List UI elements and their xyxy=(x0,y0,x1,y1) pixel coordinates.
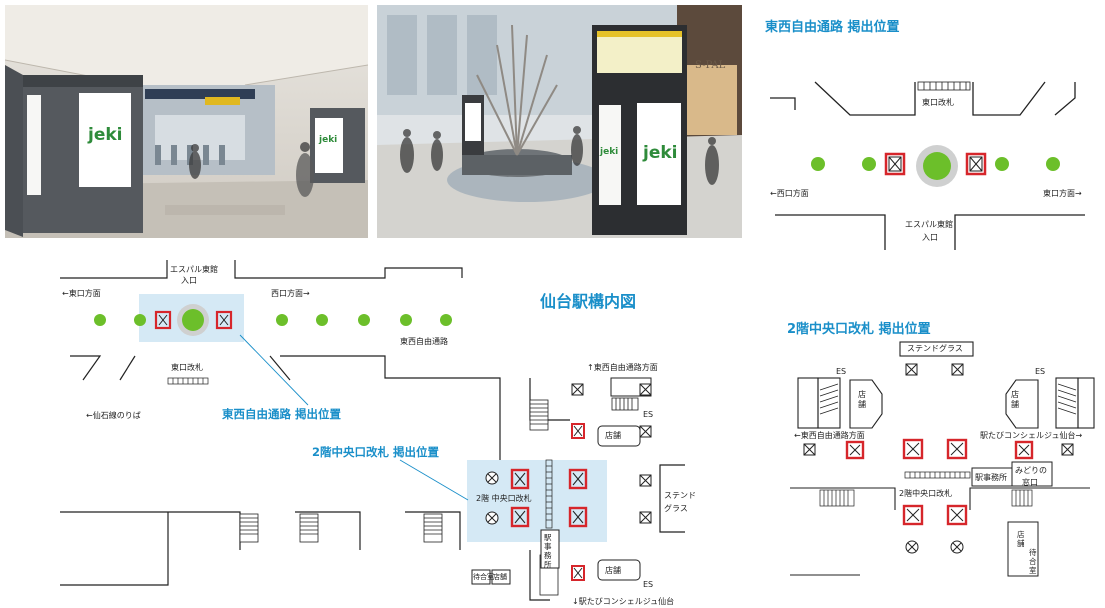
tree-icon xyxy=(440,314,452,326)
signage-marker xyxy=(845,438,1034,526)
lrm-midori-1: みどりの xyxy=(1015,466,1047,475)
spal-sign: S-PAL xyxy=(695,60,726,71)
signage-marker xyxy=(510,506,530,528)
lrm-shop-waiting-1: 店舗 xyxy=(1017,530,1025,548)
signage-marker xyxy=(215,310,233,330)
photo-concourse: jeki jeki xyxy=(5,5,368,238)
urm-gate-label: 東口改札 xyxy=(922,98,954,107)
lrm-shop-left: 店舗 xyxy=(858,390,866,409)
tree-icon xyxy=(811,157,825,171)
jeki-logo-1: jeki xyxy=(88,125,123,145)
tree-icon xyxy=(995,157,1009,171)
lrm-station-office: 駅事務所 xyxy=(975,473,1007,482)
signage-marker xyxy=(965,152,987,176)
signage-marker xyxy=(571,423,585,439)
tree-icon xyxy=(400,314,412,326)
station-office-box xyxy=(540,529,560,569)
jeki-logo-2: jeki xyxy=(319,135,338,145)
tree-icon xyxy=(358,314,370,326)
central-tree xyxy=(182,309,204,331)
concourse-photo-image xyxy=(5,5,368,238)
lrm-shop-waiting-2: 待合室 xyxy=(1029,548,1037,575)
signage-marker xyxy=(154,310,172,330)
upper-right-map xyxy=(770,81,1085,250)
jeki-logo-4: jeki xyxy=(600,147,619,157)
lrm-shop-right: 店舗 xyxy=(1011,390,1019,409)
station-map xyxy=(60,260,685,601)
map-waiting: 待合室 xyxy=(473,573,494,581)
map-es2: ES xyxy=(643,580,654,589)
urm-entrance-line1: エスパル東館 xyxy=(905,220,953,229)
lrm-east-dir: 駅たびコンシェルジュ仙台→ xyxy=(980,431,1083,440)
lower-right-map xyxy=(790,341,1095,577)
signage-marker xyxy=(568,468,588,490)
map-shop1: 店舗 xyxy=(605,431,621,440)
urm-east-label: 東口方面→ xyxy=(1043,189,1082,198)
map-senseki: ←仙石線のりば xyxy=(86,411,141,420)
signage-marker xyxy=(571,565,585,581)
tree-icon xyxy=(276,314,288,326)
lrm-gate-label: 2階中央口改札 xyxy=(899,489,953,498)
map-stained-glass-1: ステンド xyxy=(664,491,696,500)
map-stained-glass-2: グラス xyxy=(664,504,688,513)
map-shop2: 店舗 xyxy=(605,566,621,575)
map-east-dir: ←東口方面 xyxy=(62,289,101,298)
callout-central-gate: 2階中央口改札 掲出位置 xyxy=(312,445,440,459)
tree-icon xyxy=(1046,157,1060,171)
upper-right-map-title: 東西自由通路 掲出位置 xyxy=(765,20,900,35)
tree-icon xyxy=(134,314,146,326)
station-map-title: 仙台駅構内図 xyxy=(540,292,637,311)
central-tree xyxy=(923,152,951,180)
map-east-gate: 東口改札 xyxy=(171,363,203,372)
signage-marker xyxy=(568,506,588,528)
atrium-photo-image xyxy=(377,5,742,238)
tree-icon xyxy=(316,314,328,326)
map-central-gate: 2階 中央口改札 xyxy=(476,494,532,503)
tree-icon xyxy=(862,157,876,171)
urm-west-label: ←西口方面 xyxy=(770,189,809,198)
map-north-dir: ↑東西自由通路方面 xyxy=(587,363,658,372)
callout-free-passage: 東西自由通路 掲出位置 xyxy=(222,407,342,421)
map-es1: ES xyxy=(643,410,654,419)
map-entrance-line1: エスパル東館 xyxy=(170,265,218,274)
lrm-es-left: ES xyxy=(836,367,847,376)
map-west-dir: 西口方面→ xyxy=(271,289,310,298)
tree-icon xyxy=(94,314,106,326)
signage-marker xyxy=(884,152,906,176)
photo-atrium: S-PAL jeki jeki xyxy=(377,5,742,238)
lower-right-map-title: 2階中央口改札 掲出位置 xyxy=(787,322,931,337)
map-shop3: 店舗 xyxy=(493,573,507,581)
map-entrance-line2: 入口 xyxy=(181,276,197,285)
urm-entrance-line2: 入口 xyxy=(922,233,938,242)
lrm-es-right: ES xyxy=(1035,367,1046,376)
lrm-west-dir: ←東西自由通路方面 xyxy=(794,431,865,440)
map-south-dir: ↓駅たびコンシェルジュ仙台 xyxy=(572,597,675,606)
signage-marker xyxy=(510,468,530,490)
lrm-midori-2: 窓口 xyxy=(1022,478,1038,487)
map-station-office: 駅事務所 xyxy=(544,533,552,569)
lrm-stained-glass: ステンドグラス xyxy=(907,344,963,353)
jeki-logo-3: jeki xyxy=(643,143,678,163)
shop-box xyxy=(597,559,641,581)
map-free-passage: 東西自由通路 xyxy=(400,337,448,346)
